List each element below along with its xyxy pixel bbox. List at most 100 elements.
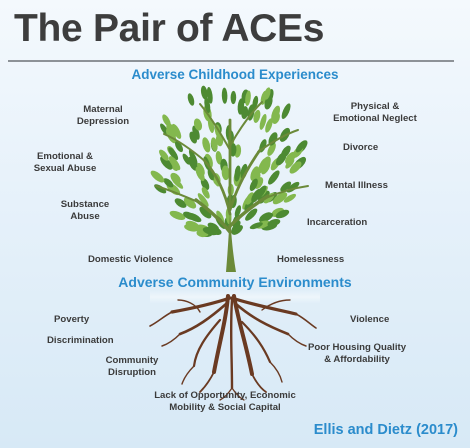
label-line: Disruption	[108, 367, 156, 378]
leaf-icon	[168, 147, 179, 161]
leaf-icon	[193, 118, 203, 131]
ace-label-homelessness: Homelessness	[277, 254, 344, 266]
ace-label-divorce: Divorce	[343, 142, 378, 154]
leaf-icon	[271, 105, 281, 122]
leaf-icon	[187, 93, 195, 106]
leaf-icon	[289, 161, 302, 174]
ace-label-domestic-violence: Domestic Violence	[88, 254, 173, 266]
label-line: Poor Housing Quality	[307, 342, 407, 353]
leaf-icon	[163, 178, 174, 188]
ace-label-physical-emotional-neglect: Physical & Emotional Neglect	[320, 101, 430, 125]
leaf-icon	[280, 181, 292, 192]
label-line: Violence	[350, 314, 390, 325]
label-line: Abuse	[70, 211, 100, 222]
leaf-icon	[264, 87, 271, 100]
leaf-icon	[188, 149, 198, 165]
label-line: Lack of Opportunity, Economic	[154, 390, 296, 401]
ace-label-lack-of-opportunity: Lack of Opportunity, Economic Mobility &…	[135, 390, 315, 414]
leaf-icon	[215, 150, 223, 165]
leaf-icon	[160, 156, 173, 170]
label-line: Poverty	[54, 314, 90, 325]
childhood-heading: Adverse Childhood Experiences	[131, 67, 339, 82]
leaf-icon	[171, 123, 182, 139]
label-line: Discrimination	[47, 335, 114, 346]
leaf-icon	[200, 85, 208, 100]
label-line: Depression	[76, 116, 130, 127]
leaf-icon	[159, 149, 169, 161]
label-line: Incarceration	[307, 217, 368, 228]
leaf-icon	[216, 210, 225, 224]
title-divider	[8, 60, 454, 62]
leaf-icon	[251, 188, 262, 203]
label-line: Substance	[60, 199, 110, 210]
leaf-icon	[245, 208, 258, 221]
leaf-icon	[197, 193, 209, 207]
leaf-icon	[234, 205, 242, 218]
leaf-icon	[150, 170, 165, 183]
leaf-icon	[259, 212, 272, 221]
leaf-icon	[221, 165, 230, 181]
leaf-icon	[174, 141, 184, 153]
leaf-icon	[265, 118, 273, 133]
ace-label-community-disruption: Community Disruption	[92, 355, 172, 379]
leaf-icon	[188, 156, 198, 171]
leaf-icon	[183, 197, 197, 209]
leaf-icon	[207, 222, 219, 232]
leaf-icon	[171, 176, 184, 189]
leaf-icon	[195, 166, 205, 182]
leaf-icon	[245, 192, 255, 205]
leaf-icon	[231, 225, 243, 235]
leaf-icon	[169, 210, 186, 220]
leaf-icon	[199, 206, 212, 219]
leaf-icon	[206, 86, 213, 104]
leaf-icon	[201, 187, 210, 199]
leaf-icon	[174, 198, 187, 208]
leaf-icon	[272, 192, 288, 205]
leaf-icon	[285, 158, 295, 169]
label-line: Homelessness	[277, 254, 345, 265]
ace-label-discrimination: Discrimination	[47, 335, 114, 347]
leaf-icon	[249, 222, 263, 230]
leaf-icon	[281, 103, 291, 119]
label-line: Mobility & Social Capital	[169, 402, 281, 413]
ace-label-mental-illness: Mental Illness	[325, 180, 388, 192]
leaf-icon	[250, 166, 259, 181]
ace-label-incarceration: Incarceration	[307, 217, 367, 229]
label-line: & Affordability	[324, 354, 390, 365]
leaf-icon	[186, 212, 202, 223]
label-line: Domestic Violence	[88, 254, 174, 265]
label-line: Divorce	[343, 142, 379, 153]
leaf-icon	[252, 95, 259, 109]
ace-label-poverty: Poverty	[54, 314, 89, 326]
leaf-icon	[275, 209, 290, 219]
leaf-icon	[185, 220, 199, 229]
leaf-icon	[261, 156, 271, 170]
leaf-icon	[245, 90, 251, 106]
trunk-icon	[155, 101, 309, 272]
leaf-icon	[253, 109, 261, 123]
label-line: Community	[105, 355, 159, 366]
ace-label-maternal-depression: Maternal Depression	[58, 104, 148, 128]
leaf-icon	[234, 165, 241, 179]
label-line: Emotional &	[37, 151, 93, 162]
roots-icon	[149, 294, 317, 401]
label-line: Emotional Neglect	[333, 113, 417, 124]
leaf-icon	[267, 219, 281, 227]
leaf-icon	[268, 170, 280, 185]
leaf-icon	[259, 113, 267, 130]
label-line: Maternal	[83, 104, 123, 115]
ace-label-poor-housing: Poor Housing Quality & Affordability	[298, 342, 416, 366]
leaf-icon	[204, 97, 211, 113]
leaf-icon	[182, 153, 191, 165]
citation-credit: Ellis and Dietz (2017)	[313, 422, 458, 438]
label-line: Sexual Abuse	[33, 163, 97, 174]
leaf-icon	[249, 178, 258, 192]
label-line: Physical &	[350, 101, 400, 112]
leaf-icon	[230, 90, 237, 105]
leaf-icon	[241, 106, 249, 120]
leaf-icon	[295, 141, 305, 153]
leaf-icon	[166, 123, 177, 138]
ace-label-emotional-sexual-abuse: Emotional & Sexual Abuse	[20, 151, 110, 175]
leaf-icon	[280, 145, 291, 158]
